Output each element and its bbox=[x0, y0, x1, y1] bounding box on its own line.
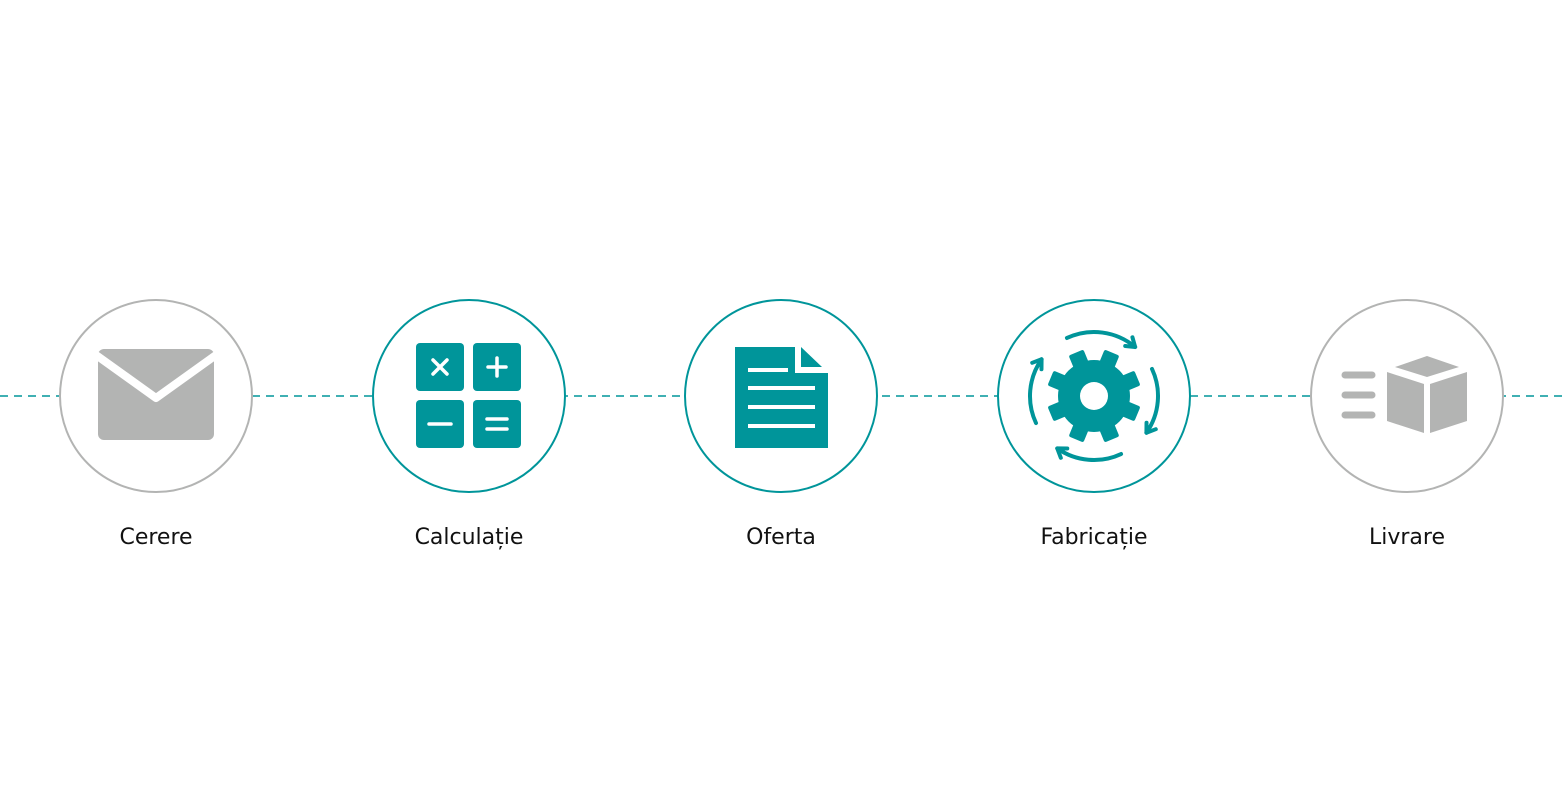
step-fabricatie: Fabricație bbox=[997, 299, 1191, 550]
gear-cycle-icon bbox=[1028, 330, 1160, 462]
step-calculatie: Calculație bbox=[372, 299, 566, 550]
step-label: Livrare bbox=[1369, 525, 1445, 550]
envelope-icon bbox=[93, 349, 219, 440]
delivery-box-icon bbox=[1341, 356, 1467, 433]
step-cerere: Cerere bbox=[59, 299, 253, 550]
step-label: Cerere bbox=[119, 525, 192, 550]
step-label: Fabricație bbox=[1040, 525, 1147, 550]
step-label: Calculație bbox=[415, 525, 524, 550]
calculator-icon bbox=[416, 343, 521, 448]
step-oferta: Oferta bbox=[684, 299, 878, 550]
step-label: Oferta bbox=[746, 525, 816, 550]
step-livrare: Livrare bbox=[1310, 299, 1504, 550]
document-icon bbox=[735, 347, 828, 448]
